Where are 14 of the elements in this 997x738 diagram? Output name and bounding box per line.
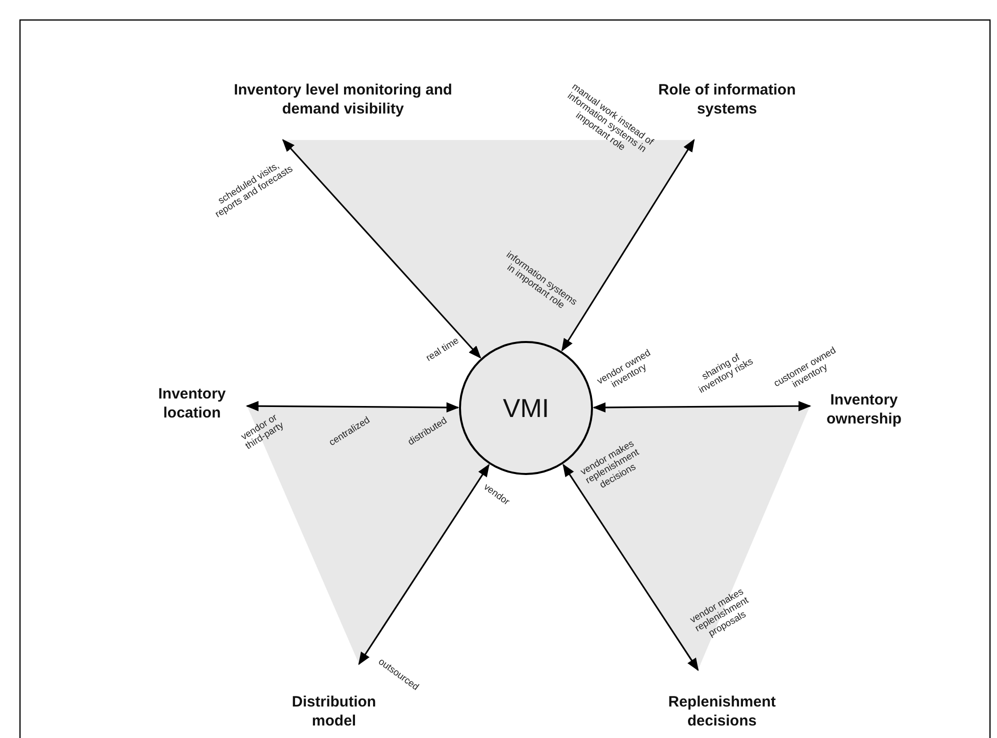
double-arrow bbox=[358, 464, 490, 666]
double-arrow bbox=[282, 139, 482, 359]
double-arrow bbox=[592, 400, 812, 413]
dimension-heading: Distribution model bbox=[274, 693, 394, 731]
double-arrow bbox=[562, 464, 699, 672]
dimension-heading: Role of information systems bbox=[642, 81, 812, 119]
dimension-heading: Replenishment decisions bbox=[642, 693, 802, 731]
center-label: VMI bbox=[502, 392, 550, 424]
dimension-heading: Inventory location bbox=[142, 385, 242, 423]
dimension-heading: Inventory level monitoring and demand visibility bbox=[223, 81, 463, 119]
scale-label: real time bbox=[423, 334, 462, 366]
double-arrow bbox=[561, 138, 695, 352]
double-arrow bbox=[246, 400, 460, 413]
dimension-heading: Inventory ownership bbox=[814, 391, 914, 429]
